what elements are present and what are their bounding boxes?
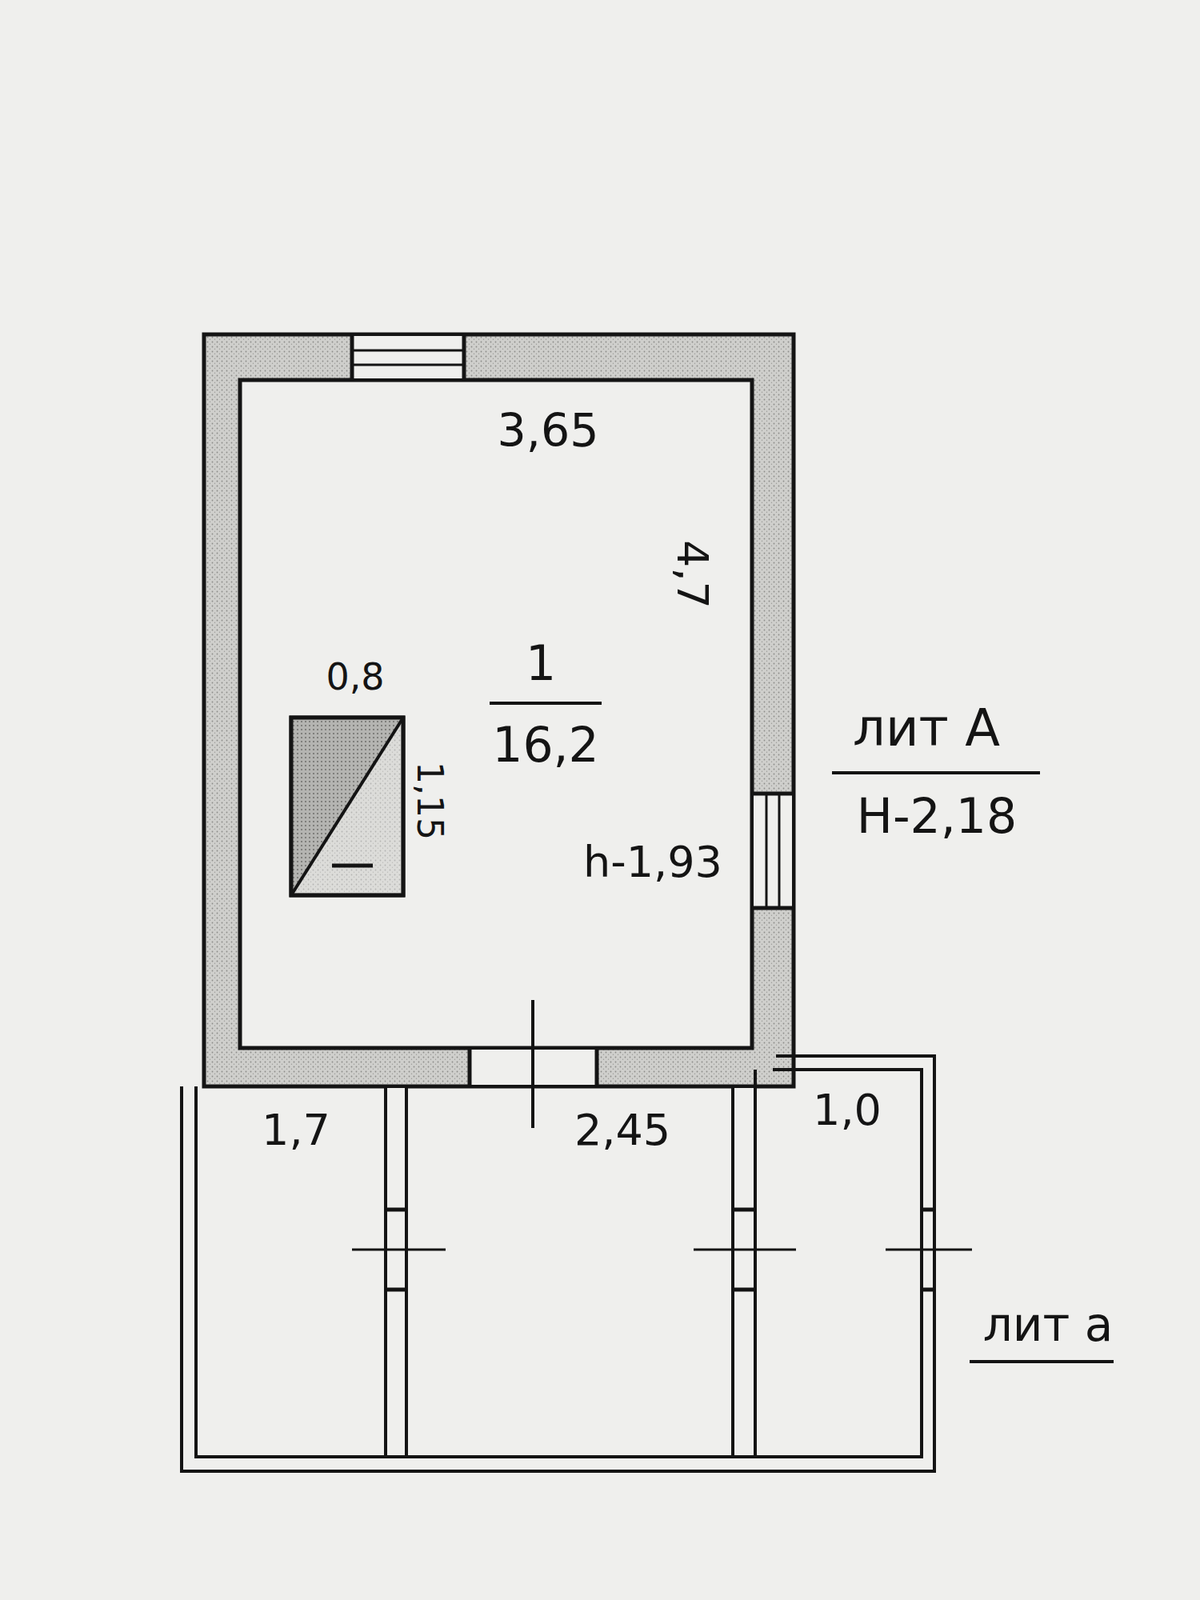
- room-dimension: 1,0: [812, 1088, 882, 1132]
- stove-symbol: [291, 717, 404, 896]
- dimension-label: 1,15: [412, 761, 448, 840]
- label-underline: [969, 1360, 1114, 1364]
- dimension-label: 0,8: [325, 658, 384, 696]
- room-dimension: 2,45: [574, 1108, 671, 1152]
- room: 1,7: [196, 1086, 386, 1457]
- annex-wall: [181, 1056, 935, 1472]
- room: 116,2: [240, 380, 752, 1048]
- label-underline: [832, 771, 1040, 775]
- liter-label: лит а: [983, 1301, 1114, 1348]
- liter-label: лит А: [852, 702, 1000, 754]
- main-wall: [204, 334, 794, 1087]
- room-dimension: 1,7: [261, 1108, 331, 1152]
- room-number: 1: [525, 639, 556, 688]
- room: 1,0: [755, 1069, 922, 1457]
- height-label: Н-2,18: [856, 792, 1017, 840]
- room-dimension: 16,2: [492, 720, 600, 769]
- dimension-label: h-1,93: [583, 840, 723, 884]
- room: 2,45: [406, 1086, 733, 1457]
- dimension-label: 4,7: [670, 540, 714, 609]
- door: [352, 1209, 972, 1290]
- fraction-line: [489, 701, 602, 705]
- window: [752, 793, 794, 908]
- window: [352, 334, 464, 380]
- dimension-label: 3,65: [497, 408, 600, 454]
